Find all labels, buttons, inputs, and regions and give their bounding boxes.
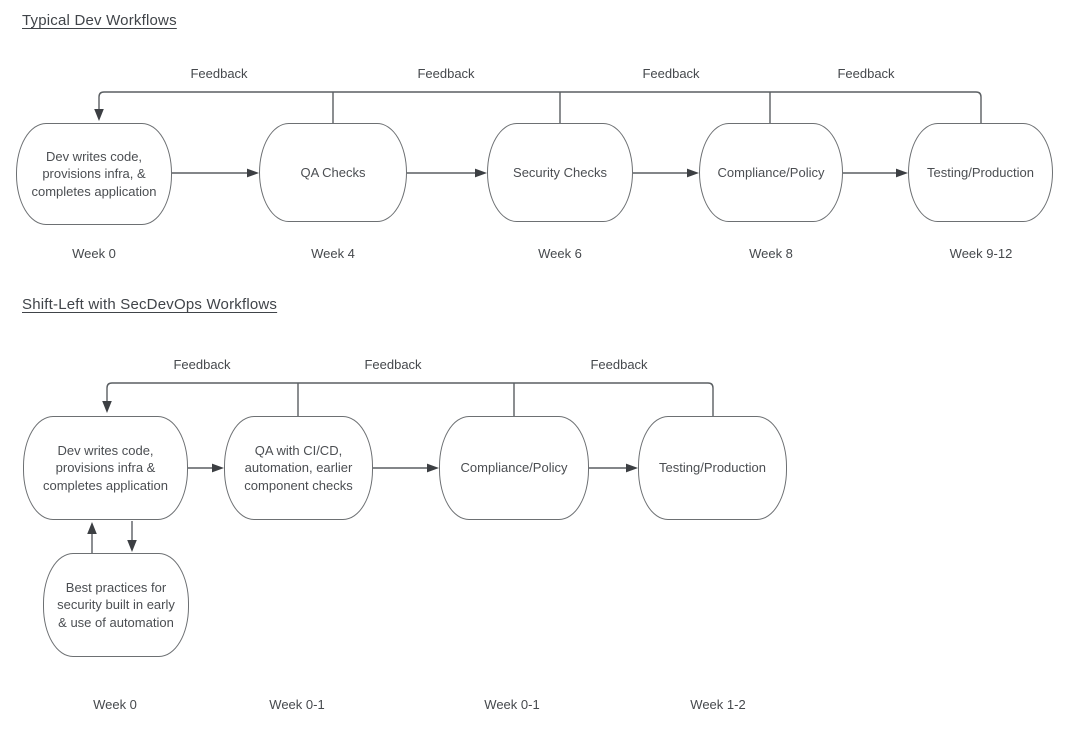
flow-node-label: QA with CI/CD, automation, earlier compo… bbox=[244, 442, 353, 493]
support-node-arrows bbox=[87, 521, 137, 553]
flow-node-label: Security Checks bbox=[513, 164, 607, 180]
flow-node-dev-writes-code-shift: Dev writes code, provisions infra & comp… bbox=[23, 416, 188, 520]
flow-node-label: Testing/Production bbox=[927, 164, 1034, 180]
flow-arrowhead-row1-1 bbox=[247, 168, 259, 178]
flow-node-qa-cicd: QA with CI/CD, automation, earlier compo… bbox=[224, 416, 373, 520]
flow-node-compliance-policy-shift: Compliance/Policy bbox=[439, 416, 589, 520]
week-label: Week 4 bbox=[311, 246, 355, 261]
feedback-connector-row1 bbox=[94, 91, 982, 123]
flow-node-testing-production: Testing/Production bbox=[908, 123, 1053, 222]
flow-node-label: Testing/Production bbox=[659, 460, 766, 476]
section-title-shift-left: Shift-Left with SecDevOps Workflows bbox=[22, 296, 278, 313]
flow-node-label: Best practices for security built in ear… bbox=[57, 579, 175, 630]
flow-arrows-row1 bbox=[172, 168, 908, 178]
flow-node-label: Compliance/Policy bbox=[460, 460, 568, 476]
flow-node-label: Dev writes code, provisions infra, & com… bbox=[31, 148, 157, 199]
support-up-arrowhead bbox=[87, 522, 97, 534]
feedback-line-row1 bbox=[98, 91, 982, 123]
flow-node-best-practices: Best practices for security built in ear… bbox=[43, 553, 189, 657]
week-label: Week 0-1 bbox=[484, 697, 540, 712]
week-label: Week 0-1 bbox=[269, 697, 325, 712]
flow-arrowhead-row1-3 bbox=[687, 168, 699, 178]
feedback-connector-row2 bbox=[102, 382, 714, 416]
flow-node-qa-checks: QA Checks bbox=[259, 123, 407, 222]
flow-node-security-checks: Security Checks bbox=[487, 123, 633, 222]
support-down-arrowhead bbox=[127, 540, 137, 552]
week-label: Week 9-12 bbox=[949, 246, 1013, 261]
week-label: Week 6 bbox=[538, 246, 582, 261]
flow-node-testing-production-shift: Testing/Production bbox=[638, 416, 787, 520]
feedback-arrowhead-row2 bbox=[102, 401, 112, 413]
flow-arrows-row2 bbox=[188, 463, 638, 473]
flow-node-compliance-policy: Compliance/Policy bbox=[699, 123, 843, 222]
flow-arrowhead-row1-2 bbox=[475, 168, 487, 178]
flow-node-label: Dev writes code, provisions infra & comp… bbox=[42, 442, 169, 493]
flow-node-label: Compliance/Policy bbox=[717, 164, 825, 180]
feedback-label: Feedback bbox=[364, 357, 422, 372]
flow-node-label: QA Checks bbox=[300, 164, 366, 180]
section-title-typical: Typical Dev Workflows bbox=[22, 12, 177, 29]
feedback-arrowhead-row1 bbox=[94, 109, 104, 121]
feedback-label: Feedback bbox=[642, 66, 700, 81]
week-label: Week 1-2 bbox=[690, 697, 746, 712]
feedback-label: Feedback bbox=[190, 66, 248, 81]
feedback-label: Feedback bbox=[173, 357, 231, 372]
flow-arrowhead-row1-4 bbox=[896, 168, 908, 178]
week-label: Week 0 bbox=[72, 246, 116, 261]
feedback-label: Feedback bbox=[837, 66, 895, 81]
flow-arrowhead-row2-2 bbox=[427, 463, 439, 473]
flow-arrowhead-row2-1 bbox=[212, 463, 224, 473]
feedback-line-row2 bbox=[106, 382, 714, 416]
feedback-label: Feedback bbox=[417, 66, 475, 81]
week-label: Week 0 bbox=[93, 697, 137, 712]
week-label: Week 8 bbox=[749, 246, 793, 261]
flow-arrowhead-row2-3 bbox=[626, 463, 638, 473]
flow-node-dev-writes-code: Dev writes code, provisions infra, & com… bbox=[16, 123, 172, 225]
feedback-label: Feedback bbox=[590, 357, 648, 372]
